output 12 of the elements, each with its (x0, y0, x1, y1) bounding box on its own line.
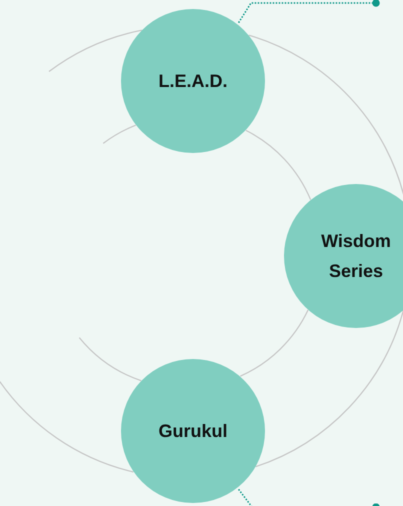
node-label: Gurukul (157, 420, 228, 443)
connector-arc (48, 30, 142, 72)
connector-arc (255, 310, 403, 468)
node-label: Wisdom Series (320, 230, 392, 283)
node-label: L.E.A.D. (157, 70, 228, 93)
connector-arc (240, 310, 309, 377)
connector-arc (78, 337, 142, 382)
leader-line (238, 0, 380, 24)
connector-arc (246, 130, 312, 200)
leader-line (238, 488, 380, 506)
connector-arc (0, 378, 134, 473)
connector-arc (102, 124, 136, 144)
